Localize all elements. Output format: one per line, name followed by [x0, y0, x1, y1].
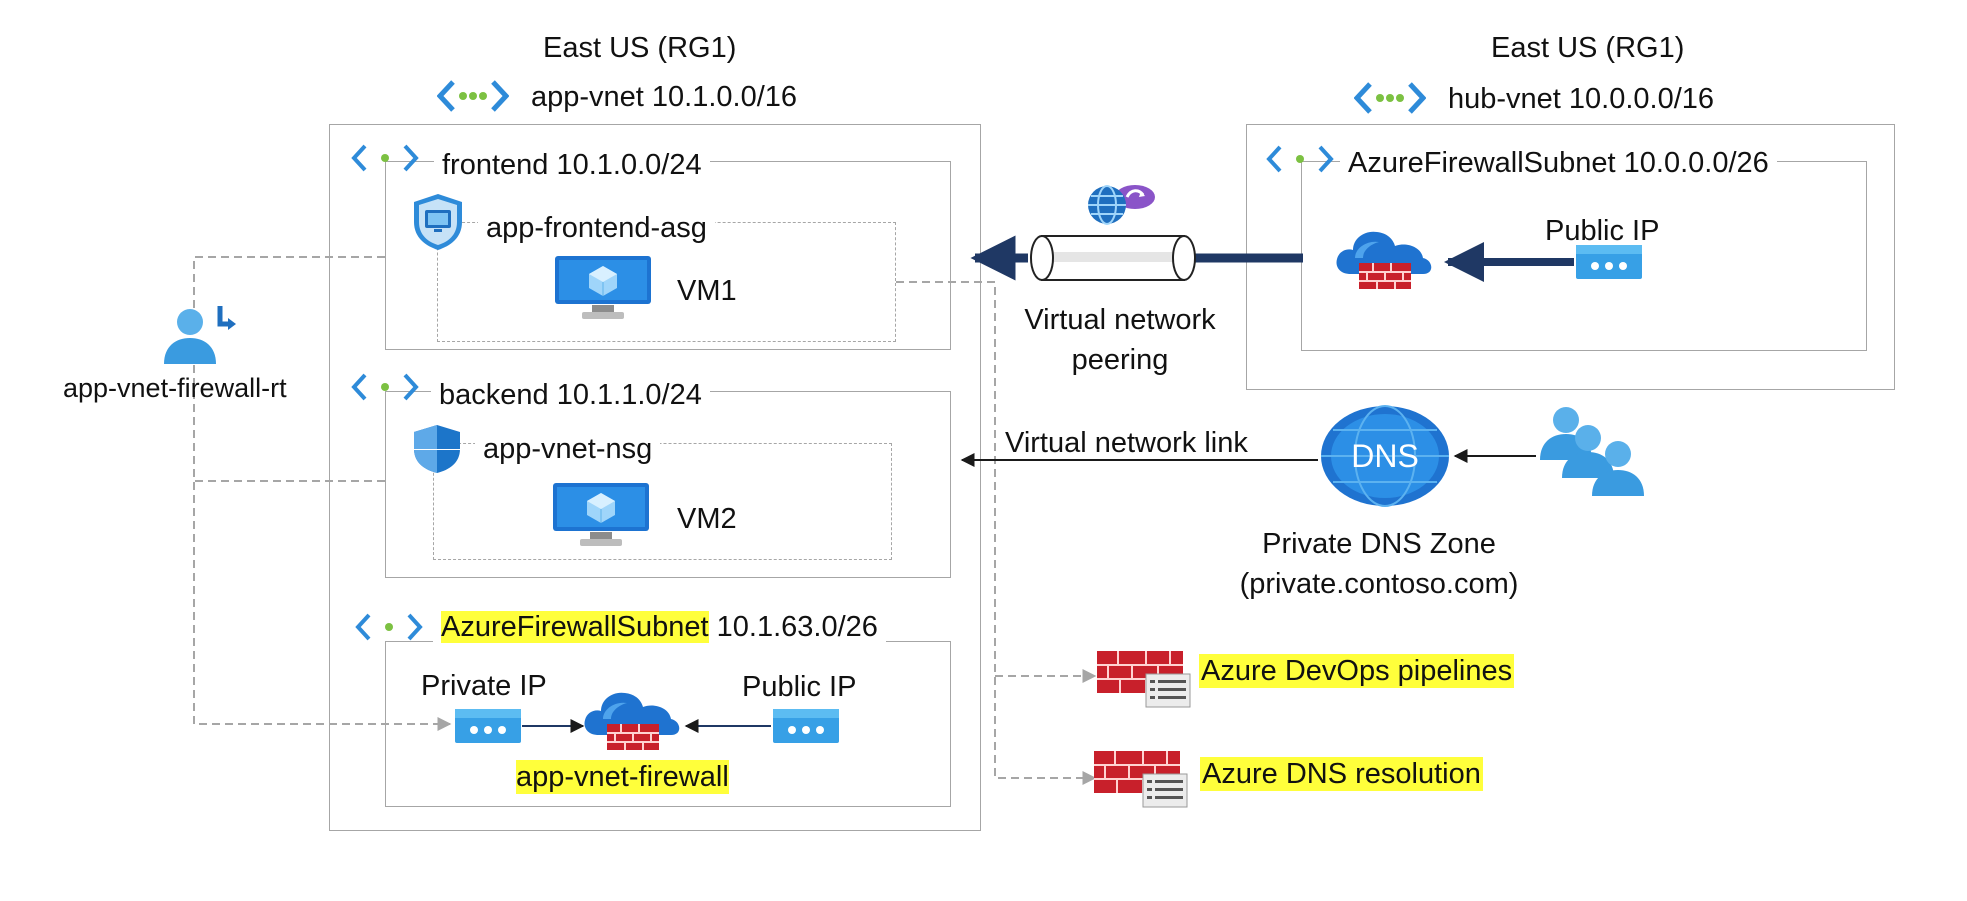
dns-zone-label: Private DNS Zone (private.contoso.com)	[1218, 524, 1540, 604]
hub-public-ip-label: Public IP	[1545, 215, 1660, 247]
frontend-subnet-icon	[351, 144, 419, 172]
app-vnet-icon	[437, 80, 509, 112]
dns-zone-icon: DNS	[1318, 404, 1452, 508]
users-icon	[1540, 407, 1644, 496]
backend-nsg-label: app-vnet-nsg	[475, 432, 661, 466]
hub-firewall-subnet-icon	[1266, 145, 1334, 173]
app-private-ip-icon	[455, 709, 521, 743]
dns-icon-text: DNS	[1351, 438, 1419, 474]
app-public-ip-label: Public IP	[742, 671, 857, 703]
hub-vnet-label: hub-vnet 10.0.0.0/16	[1448, 83, 1715, 115]
dns-zone-label-line2: (private.contoso.com)	[1239, 568, 1519, 600]
app-vnet-firewall-label: app-vnet-firewall	[516, 760, 729, 794]
backend-subnet-label: backend 10.1.1.0/24	[431, 378, 710, 412]
nsg-shield-icon	[414, 425, 460, 473]
route-table-connector	[193, 256, 452, 731]
private-ip-label: Private IP	[421, 670, 547, 702]
hub-public-ip-icon	[1576, 245, 1642, 279]
devops-rule-icon	[1097, 651, 1191, 708]
route-table-label: app-vnet-firewall-rt	[63, 373, 287, 403]
vm2-label: VM2	[677, 503, 737, 535]
peering-label: Virtual network peering	[1004, 300, 1236, 380]
app-firewall-subnet-icon	[355, 613, 423, 641]
app-region-label: East US (RG1)	[543, 32, 737, 64]
app-firewall-subnet-name: AzureFirewallSubnet	[441, 611, 709, 643]
peering-label-line1: Virtual network	[1024, 304, 1216, 336]
peering-label-line2: peering	[1071, 344, 1169, 376]
app-vnet-label: app-vnet 10.1.0.0/16	[531, 81, 798, 113]
hub-firewall-subnet-label: AzureFirewallSubnet 10.0.0.0/26	[1340, 146, 1777, 180]
hub-region-label: East US (RG1)	[1491, 32, 1685, 64]
backend-subnet-icon	[351, 373, 419, 401]
peering-pipe-icon	[1030, 235, 1196, 281]
vm1-icon	[555, 256, 651, 319]
app-firewall-subnet-cidr: 10.1.63.0/26	[716, 611, 878, 643]
vm1-rules-connector	[896, 281, 1097, 785]
dns-resolution-rule-icon	[1094, 751, 1188, 808]
app-firewall-subnet-title: AzureFirewallSubnet 10.1.63.0/26	[433, 610, 886, 644]
app-vnet-firewall-icon	[584, 692, 680, 750]
devops-rule-label: Azure DevOps pipelines	[1199, 654, 1515, 688]
hub-vnet-icon	[1354, 82, 1426, 114]
route-table-icon	[164, 306, 236, 364]
frontend-asg-label: app-frontend-asg	[478, 211, 715, 245]
dns-resolution-rule-label: Azure DNS resolution	[1200, 757, 1483, 791]
vm2-icon	[553, 483, 649, 546]
dns-zone-label-line1: Private DNS Zone	[1262, 528, 1496, 560]
asg-shield-icon	[414, 194, 462, 250]
app-vnet-container	[329, 124, 981, 831]
peering-globe-icon	[1088, 185, 1155, 225]
dns-link-label: Virtual network link	[1005, 427, 1248, 459]
vm1-label: VM1	[677, 275, 737, 307]
hub-firewall-icon	[1336, 231, 1432, 289]
backend-nsg-group	[433, 443, 892, 560]
app-public-ip-icon	[773, 709, 839, 743]
frontend-subnet-label: frontend 10.1.0.0/24	[434, 148, 710, 182]
